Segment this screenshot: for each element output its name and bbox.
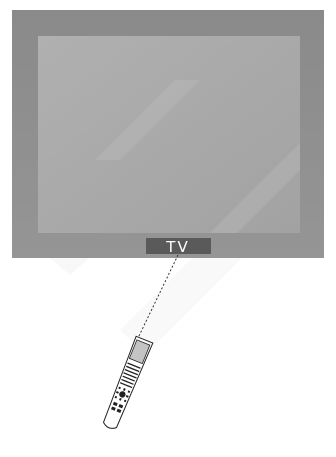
remote-control-icon (101, 336, 153, 431)
tv-label: TV (165, 238, 189, 256)
